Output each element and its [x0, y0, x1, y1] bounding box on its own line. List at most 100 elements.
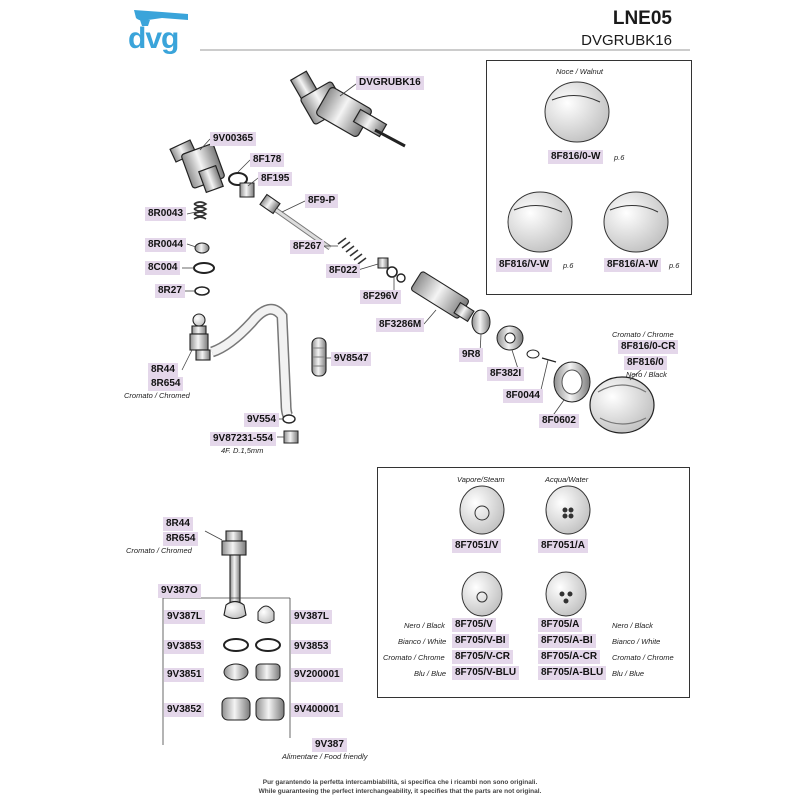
label-8f816-v-w: 8F816/V-W: [496, 258, 553, 272]
insert-water-icon: [545, 485, 591, 535]
washer-8f0044-icon: [526, 349, 540, 359]
note-food-friendly: Alimentare / Food friendly: [282, 752, 368, 761]
label-8r0043: 8R0043: [145, 207, 187, 221]
bushing-8f195-icon: [239, 182, 255, 198]
seal-8f178-icon: [228, 172, 248, 186]
washer-8c004-icon: [193, 262, 215, 274]
mesh-9v200001-icon: [255, 663, 281, 681]
note-white-a: Bianco / White: [612, 637, 661, 646]
label-8f705-v: 8F705/V: [452, 618, 496, 632]
label-8r654-b: 8R654: [163, 532, 199, 546]
page-ref-1: p.6: [614, 153, 625, 162]
label-9v554: 9V554: [244, 413, 279, 427]
valve-body-icon: [289, 70, 406, 148]
label-9v3853-a: 9V3853: [164, 640, 205, 654]
note-chromed-2: Cromato / Chromed: [126, 546, 192, 555]
label-8f0044: 8F0044: [503, 389, 543, 403]
pin-icon: [541, 357, 557, 363]
tip-9v387l-icon: [257, 605, 275, 624]
note-black-a: Nero / Black: [612, 621, 653, 630]
dvg-logo-icon: [134, 10, 188, 26]
label-9v387l-a: 9V387L: [164, 610, 206, 624]
page-ref-2: p.6: [563, 261, 574, 270]
label-8f816-a-w: 8F816/A-W: [604, 258, 662, 272]
label-9v00365: 9V00365: [210, 132, 257, 146]
label-8f705-v-cr: 8F705/V-CR: [452, 650, 514, 664]
note-chrome-v: Cromato / Chrome: [383, 653, 445, 662]
note-thread: 4F. D.1,5mm: [221, 446, 264, 455]
aerator-9v3852-icon: [221, 697, 251, 721]
label-8f705-a-cr: 8F705/A-CR: [538, 650, 601, 664]
label-8f816-0-w: 8F816/0-W: [548, 150, 604, 164]
label-8f705-a-bi: 8F705/A-BI: [538, 634, 596, 648]
steam-pipe-icon: [210, 303, 294, 423]
label-8f3286m: 8F3286M: [376, 318, 425, 332]
cap-a-icon: [545, 571, 587, 617]
label-8f178: 8F178: [250, 153, 285, 167]
label-9v3851: 9V3851: [164, 668, 205, 682]
label-8f816-0: 8F816/0: [624, 356, 667, 370]
filter-9v8547-icon: [311, 337, 327, 377]
label-9v3852: 9V3852: [164, 703, 205, 717]
steam-valve-icon: [169, 139, 225, 194]
note-blue-a: Blu / Blue: [612, 669, 645, 678]
label-8f9p: 8F9-P: [305, 194, 339, 208]
steam-wand-icon: [221, 530, 247, 620]
label-8c004: 8C004: [145, 261, 181, 275]
label-8f0602: 8F0602: [539, 414, 579, 428]
oring-9v554-icon: [282, 414, 296, 424]
spindle-8f3286m-icon: [411, 271, 475, 323]
label-8r0044: 8R0044: [145, 238, 187, 252]
label-8f705-a-blu: 8F705/A-BLU: [538, 666, 607, 680]
ring-9v3853-b-icon: [255, 638, 281, 652]
note-black-top: Nero / Black: [626, 370, 667, 379]
spring-8r0043-icon: [193, 201, 208, 220]
note-white-v: Bianco / White: [398, 637, 447, 646]
note-water: Acqua/Water: [545, 475, 589, 484]
cap-v-icon: [461, 571, 503, 617]
label-9v387o: 9V387O: [158, 584, 201, 598]
label-9v387: 9V387: [312, 738, 347, 752]
nut-8r0044-icon: [194, 242, 210, 254]
inserts-panel: [377, 467, 690, 698]
label-8r44-a: 8R44: [148, 363, 178, 377]
ring-9v3853-a-icon: [223, 638, 249, 652]
label-9v200001: 9V200001: [291, 668, 343, 682]
leader-lines: [162, 83, 644, 745]
page-subtitle: DVGRUBK16: [581, 32, 672, 49]
label-8f705-v-bi: 8F705/V-BI: [452, 634, 509, 648]
walnut-knob-v-icon: [507, 191, 573, 253]
label-8r654-a: 8R654: [148, 377, 184, 391]
footer-disclaimer-en: While guaranteeing the perfect interchan…: [258, 788, 542, 795]
spring-8f267-icon: [337, 237, 367, 265]
mesh-9v3851-icon: [223, 663, 249, 681]
label-8f296v: 8F296V: [360, 290, 402, 304]
nozzle-9v87231-icon: [283, 430, 299, 444]
note-blue-v: Blu / Blue: [414, 669, 447, 678]
note-black-v: Nero / Black: [404, 621, 445, 630]
walnut-knob-top-icon: [544, 81, 610, 143]
label-8f267: 8F267: [290, 240, 325, 254]
label-9r8: 9R8: [459, 348, 484, 362]
label-8f705-a: 8F705/A: [538, 618, 583, 632]
note-chromed-1: Cromato / Chromed: [124, 391, 190, 400]
note-steam: Vapore/Steam: [457, 475, 505, 484]
brand-logo: dvg: [128, 22, 179, 55]
aerator-9v400001-icon: [255, 697, 285, 721]
label-8f705-v-blu: 8F705/V-BLU: [452, 666, 520, 680]
label-dvgrubk16: DVGRUBK16: [356, 76, 424, 90]
label-8f816-0-cr: 8F816/0-CR: [618, 340, 679, 354]
chrome-knob-icon: [589, 376, 655, 434]
oring-8f296v-icon: [386, 266, 398, 278]
label-8f022: 8F022: [326, 264, 361, 278]
label-9v400001: 9V400001: [291, 703, 343, 717]
label-8f7051-a: 8F7051/A: [538, 539, 588, 553]
label-8f195: 8F195: [258, 172, 293, 186]
label-9v87231-554: 9V87231-554: [210, 432, 277, 446]
page-title: LNE05: [612, 8, 672, 29]
nut-9r8-icon: [471, 309, 491, 335]
footer-disclaimer-it: Pur garantendo la perfetta intercambiabi…: [262, 779, 538, 786]
seat-8f022-icon: [377, 257, 389, 269]
label-8r27: 8R27: [155, 284, 185, 298]
